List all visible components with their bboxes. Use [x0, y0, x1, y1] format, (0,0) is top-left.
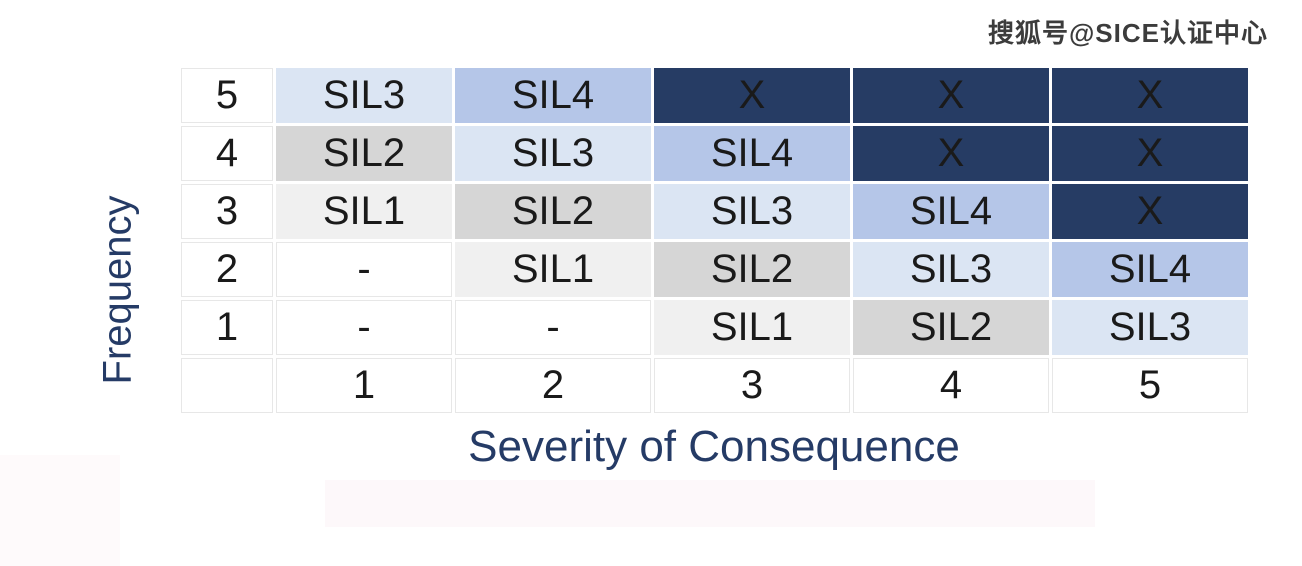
matrix-cell-f4-s5: X	[1052, 126, 1248, 181]
matrix-cell-f2-s1: -	[276, 242, 452, 297]
severity-tick-label: 1	[276, 358, 452, 413]
matrix-cell-f1-s1: -	[276, 300, 452, 355]
matrix-cell-f4-s4: X	[853, 126, 1049, 181]
frequency-tick-label: 5	[181, 68, 273, 123]
sohu-watermark-text: 搜狐号@SICE认证中心	[987, 18, 1268, 48]
frequency-tick-label: 3	[181, 184, 273, 239]
severity-tick-label: 3	[654, 358, 850, 413]
matrix-cell-f1-s2: -	[455, 300, 651, 355]
matrix-cell-f2-s2: SIL1	[455, 242, 651, 297]
matrix-cell-f1-s3: SIL1	[654, 300, 850, 355]
frequency-tick-label: 2	[181, 242, 273, 297]
matrix-corner-cell	[181, 358, 273, 413]
matrix-cell-f1-s4: SIL2	[853, 300, 1049, 355]
matrix-cell-f2-s3: SIL2	[654, 242, 850, 297]
matrix-cell-f5-s4: X	[853, 68, 1049, 123]
matrix-cell-f4-s3: SIL4	[654, 126, 850, 181]
matrix-cell-f2-s4: SIL3	[853, 242, 1049, 297]
matrix-cell-f3-s1: SIL1	[276, 184, 452, 239]
frequency-tick-label: 1	[181, 300, 273, 355]
y-axis-label: Frequency	[95, 195, 140, 385]
bottom-tint-band-artifact	[325, 480, 1095, 527]
matrix-cell-f3-s3: SIL3	[654, 184, 850, 239]
matrix-cell-f3-s5: X	[1052, 184, 1248, 239]
severity-tick-label: 4	[853, 358, 1049, 413]
severity-tick-label: 2	[455, 358, 651, 413]
matrix-cell-f5-s1: SIL3	[276, 68, 452, 123]
matrix-cell-f3-s4: SIL4	[853, 184, 1049, 239]
left-edge-tint-artifact	[0, 455, 120, 566]
matrix-cell-f4-s2: SIL3	[455, 126, 651, 181]
matrix-cell-f4-s1: SIL2	[276, 126, 452, 181]
x-axis-label: Severity of Consequence	[468, 422, 960, 471]
matrix-cell-f5-s2: SIL4	[455, 68, 651, 123]
severity-tick-label: 5	[1052, 358, 1248, 413]
matrix-cell-f1-s5: SIL3	[1052, 300, 1248, 355]
matrix-cell-f5-s5: X	[1052, 68, 1248, 123]
matrix-cell-f3-s2: SIL2	[455, 184, 651, 239]
matrix-cell-f2-s5: SIL4	[1052, 242, 1248, 297]
frequency-tick-label: 4	[181, 126, 273, 181]
matrix-cell-f5-s3: X	[654, 68, 850, 123]
